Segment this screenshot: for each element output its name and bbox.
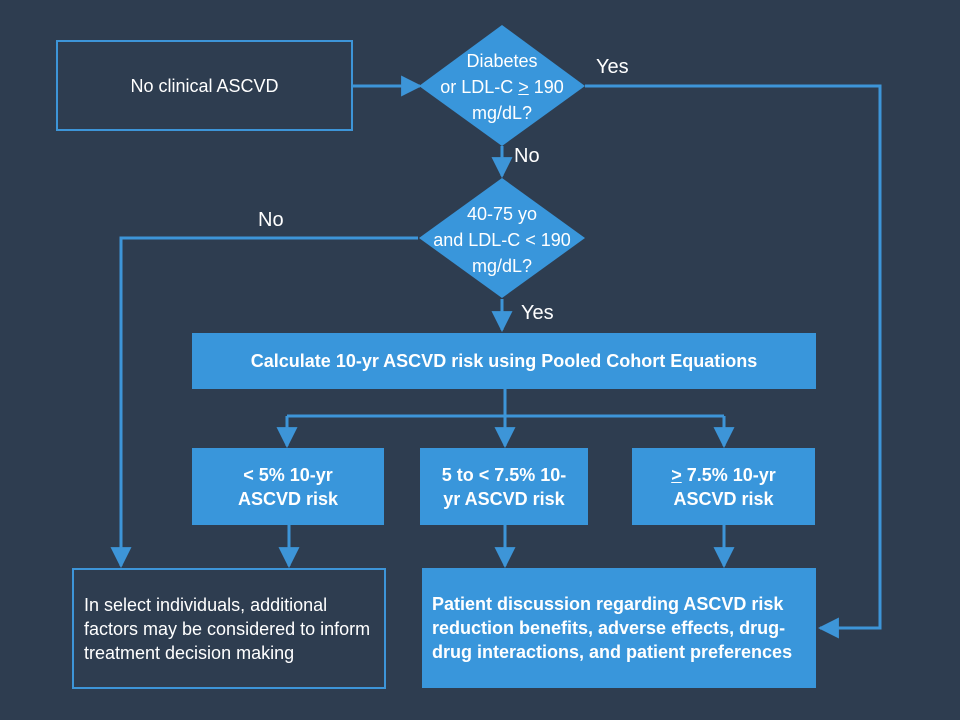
decision2-yes-label: Yes (521, 302, 554, 324)
risk-high-line1: > 7.5% 10-yr (671, 464, 776, 485)
risk-mid-line1: 5 to < 7.5% 10- (441, 464, 567, 485)
decision2-line1: 40-75 yo (466, 204, 538, 224)
decision1-line1: Diabetes (466, 51, 538, 71)
arrow-decision2-no (110, 236, 418, 569)
decision2-line2: and LDL-C < 190 (433, 230, 571, 250)
risk-high-node: > 7.5% 10-yr ASCVD risk (632, 448, 815, 525)
select-individuals-label: In select individuals, additional factor… (84, 594, 371, 663)
calculate-node-label: Calculate 10-yr ASCVD risk using Pooled … (250, 351, 758, 371)
select-individuals-node: In select individuals, additional factor… (72, 568, 386, 689)
start-node-label: No clinical ASCVD (130, 75, 279, 96)
calculate-node: Calculate 10-yr ASCVD risk using Pooled … (192, 333, 816, 389)
risk-low-node: < 5% 10-yr ASCVD risk (192, 448, 384, 525)
patient-discussion-label: Patient discussion regarding ASCVD risk … (432, 594, 793, 662)
decision2-no-label: No (258, 209, 284, 231)
arrow-decision1-yes (585, 84, 882, 639)
decision1-no-label: No (514, 145, 540, 167)
start-node: No clinical ASCVD (56, 40, 353, 131)
decision2-text: 40-75 yo and LDL-C < 190 mg/dL? (409, 201, 595, 279)
risk-low-line1: < 5% 10-yr (243, 464, 333, 485)
decision2-line3: mg/dL? (471, 256, 533, 276)
risk-mid-node: 5 to < 7.5% 10- yr ASCVD risk (420, 448, 588, 525)
patient-discussion-node: Patient discussion regarding ASCVD risk … (422, 568, 816, 688)
decision1-line3: mg/dL? (471, 103, 533, 123)
risk-high-line2: ASCVD risk (673, 488, 774, 509)
decision1-yes-label: Yes (596, 56, 629, 78)
risk-low-line2: ASCVD risk (237, 488, 339, 509)
decision1-text: Diabetes or LDL-C > 190 mg/dL? (419, 48, 585, 126)
risk-mid-line2: yr ASCVD risk (443, 488, 565, 509)
decision1-line2: or LDL-C > 190 (440, 77, 564, 97)
decision2-diamond (419, 178, 585, 298)
decision1-diamond (419, 25, 585, 146)
